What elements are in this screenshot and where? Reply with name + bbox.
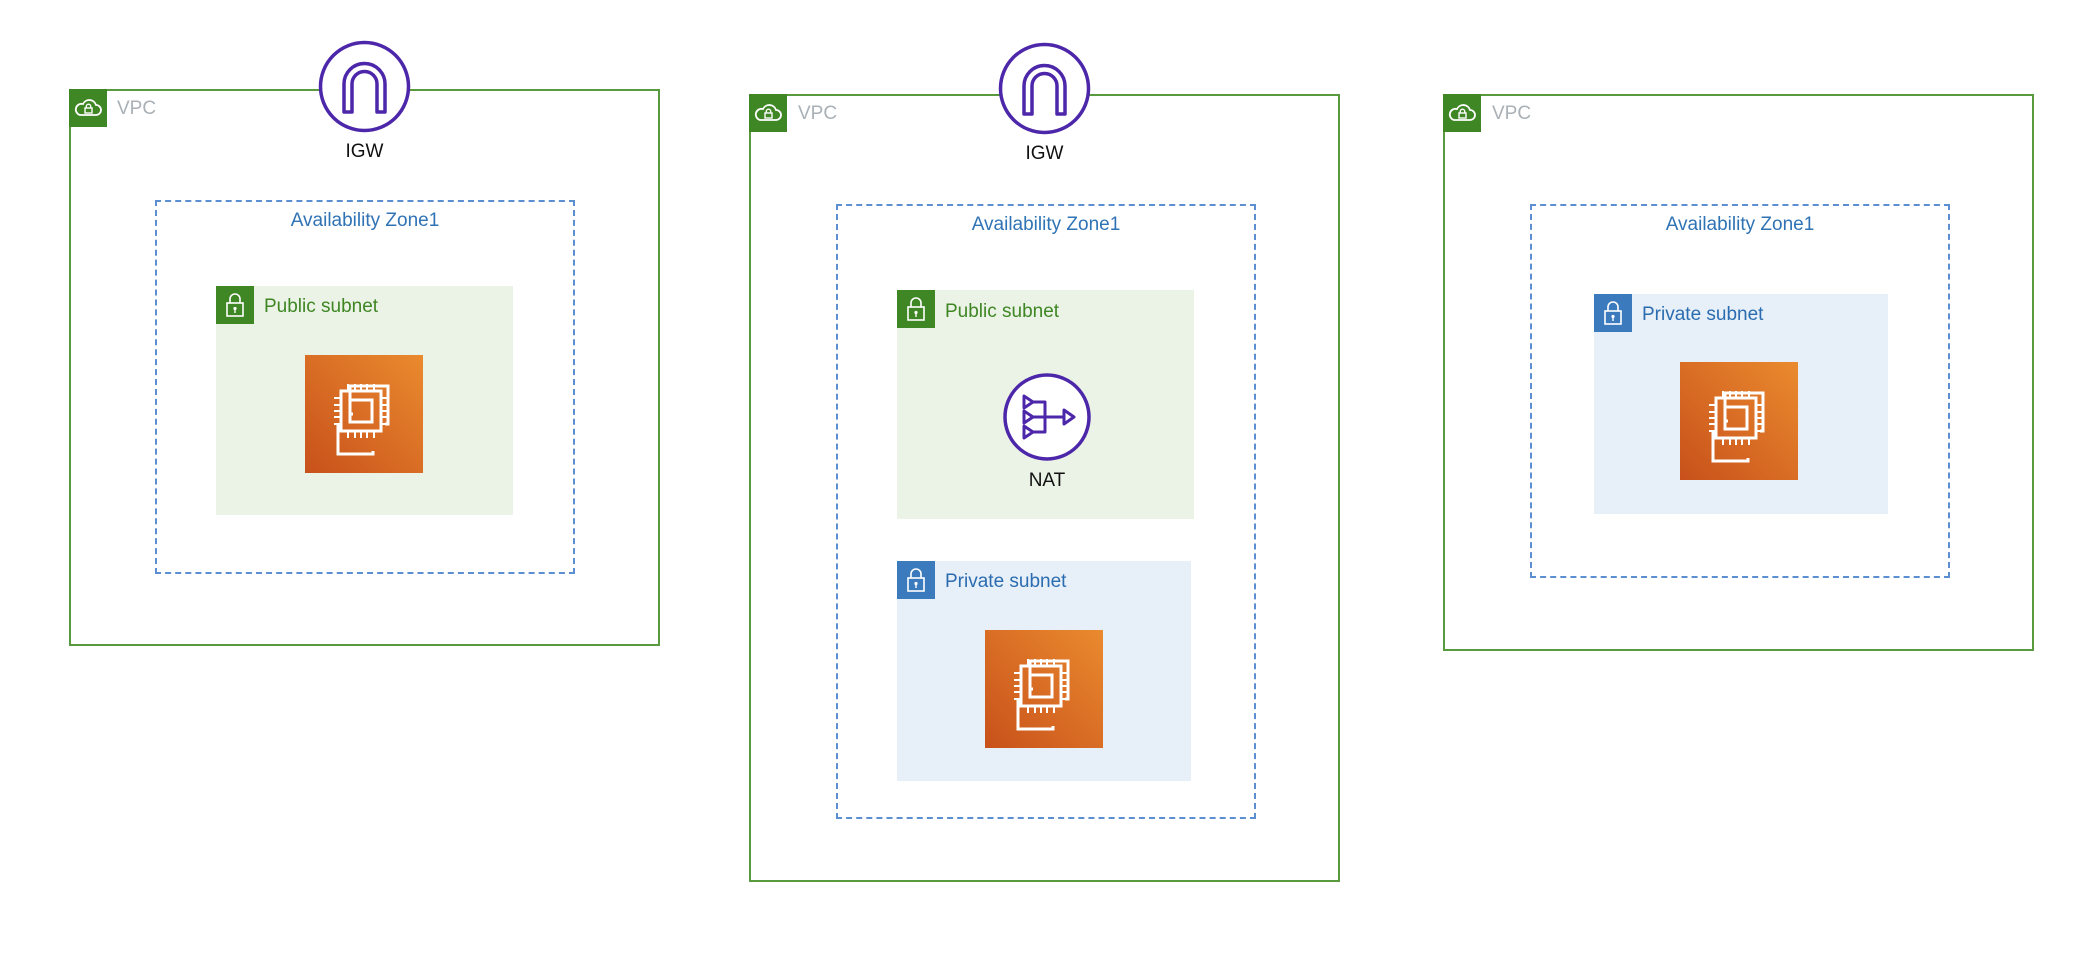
subnet-label: Private subnet bbox=[1642, 304, 1764, 325]
availability-zone-1 bbox=[1530, 204, 1950, 578]
internet-gateway-icon[interactable] bbox=[318, 40, 411, 133]
vpc-label: VPC bbox=[117, 98, 157, 119]
ec2-instance-icon[interactable] bbox=[985, 630, 1103, 748]
lock-icon bbox=[897, 290, 935, 328]
vpc-cloud-icon bbox=[69, 89, 107, 127]
ec2-instance-icon[interactable] bbox=[1680, 362, 1798, 480]
ec2-instance-icon[interactable] bbox=[305, 355, 423, 473]
subnet-label: Private subnet bbox=[945, 571, 1067, 592]
lock-icon bbox=[1594, 294, 1632, 332]
availability-zone-label: Availability Zone1 bbox=[1665, 214, 1815, 235]
igw-label: IGW bbox=[1025, 143, 1064, 164]
lock-icon bbox=[897, 561, 935, 599]
availability-zone-1 bbox=[155, 200, 575, 574]
internet-gateway-icon[interactable] bbox=[998, 42, 1091, 135]
nat-label: NAT bbox=[1028, 470, 1066, 491]
lock-icon bbox=[216, 286, 254, 324]
subnet-label: Public subnet bbox=[264, 296, 379, 317]
vpc-label: VPC bbox=[1492, 103, 1532, 124]
nat-gateway-icon[interactable] bbox=[1002, 372, 1092, 462]
vpc-3 bbox=[1443, 94, 2034, 651]
availability-zone-label: Availability Zone1 bbox=[971, 214, 1121, 235]
vpc-cloud-icon bbox=[1443, 94, 1481, 132]
vpc-label: VPC bbox=[798, 103, 838, 124]
vpc-cloud-icon bbox=[749, 94, 787, 132]
subnet-label: Public subnet bbox=[945, 301, 1060, 322]
availability-zone-1 bbox=[836, 204, 1256, 819]
availability-zone-label: Availability Zone1 bbox=[290, 210, 440, 231]
igw-label: IGW bbox=[345, 141, 384, 162]
